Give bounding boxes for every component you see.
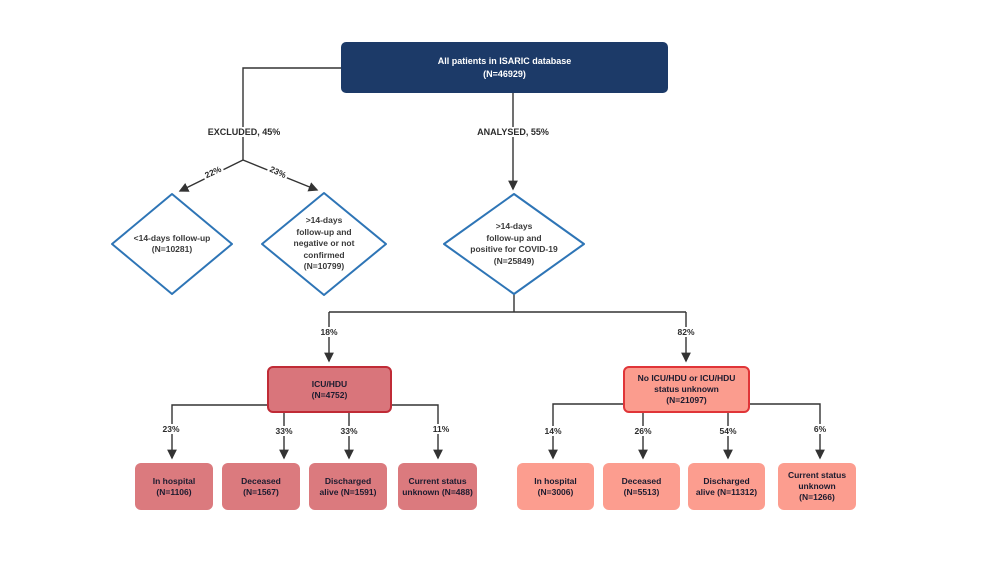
diamond-short-followup [111,193,233,295]
node-text-line: >14-days [495,221,533,231]
edge-label-analysed: ANALYSED, 55% [475,127,551,137]
node-text-line: All patients in ISARIC database [437,55,572,66]
edge-label-excluded: EXCLUDED, 45% [205,127,283,137]
node-text-line: >14-days [305,215,343,226]
node-text-line: (N=5513) [623,486,660,497]
edge-label-icu-deceased-pct: 33% [273,426,295,436]
node-text-line: In hospital [534,475,577,486]
node-text-line: ICU/HDU [311,378,348,389]
node-text-line: In hospital [152,475,196,486]
edge-label-icu-discharged-pct: 33% [338,426,360,436]
node-no-icu-hdu: No ICU/HDU or ICU/HDU status unknown (N=… [623,366,750,413]
node-text-line: Discharged [703,475,750,486]
node-text-line: (N=3006) [537,486,574,497]
node-text-line: alive (N=11312) [695,486,758,497]
node-text-line: unknown [798,481,836,491]
node-text-line: Current status [408,475,467,486]
node-noicu-discharged-alive: Discharged alive (N=11312) [688,463,765,510]
node-text-line: Current status [787,470,847,480]
diamond-negative [261,192,387,296]
node-text-line: (N=1567) [243,486,279,497]
node-text-line: alive (N=1591) [319,486,377,497]
node-text-line: follow-up and [296,226,352,237]
node-text-line: (N=10281) [151,244,193,254]
node-text-line: <14-days follow-up [133,232,211,243]
edge-icu-outcomes [167,404,443,460]
node-icu-deceased: Deceased (N=1567) [222,463,300,510]
node-text-line: confirmed [303,249,345,260]
diamond-text-positive: >14-days follow-up and positive for COVI… [444,194,584,294]
diamond-text-short-followup: <14-days follow-up (N=10281) [112,194,232,294]
node-text-line: Deceased [621,475,662,486]
edge-covid-split [324,294,691,363]
node-text-line: No ICU/HDU or ICU/HDU [637,373,736,383]
edge-label-icu-unknown-pct: 11% [430,424,452,434]
edge-label-noicu-deceased-pct: 26% [632,426,654,436]
edge-label-icu-in-hospital-pct: 23% [160,424,182,434]
edge-label-noicu-discharged-pct: 54% [717,426,739,436]
node-text-line: Discharged [324,475,372,486]
node-text-line: (N=25849) [493,255,535,266]
node-text-line: (N=21097) [666,395,707,405]
node-text-line: (N=46929) [483,68,526,79]
edge-label-18pct: 18% [318,327,340,337]
node-icu-in-hospital: In hospital (N=1106) [135,463,213,510]
node-text-line: (N=10799) [303,261,345,272]
node-text-line: follow-up and [486,232,542,243]
node-icu-hdu: ICU/HDU (N=4752) [267,366,392,413]
node-text-line: Deceased [241,475,281,486]
node-text-line: status unknown [654,384,719,394]
diamond-text-negative: >14-days follow-up and negative or not c… [264,193,384,295]
diamond-positive [443,193,585,295]
root-node-all-patients: All patients in ISARIC database (N=46929… [341,42,668,93]
node-noicu-status-unknown: Current status unknown (N=1266) [778,463,856,510]
node-noicu-deceased: Deceased (N=5513) [603,463,680,510]
node-text-line: (N=1266) [799,492,835,502]
node-icu-status-unknown: Current status unknown (N=488) [398,463,477,510]
edge-label-82pct: 82% [675,327,697,337]
node-icu-discharged-alive: Discharged alive (N=1591) [309,463,387,510]
node-text-line: unknown (N=488) [402,486,473,497]
edge-label-noicu-unknown-pct: 6% [811,424,829,434]
edge-label-noicu-in-hospital-pct: 14% [542,426,564,436]
node-text-line: positive for COVID-19 [470,244,558,254]
decision-diamonds [111,192,585,296]
node-text-line: (N=1106) [156,486,192,497]
node-text-line: (N=4752) [311,389,348,400]
node-noicu-in-hospital: In hospital (N=3006) [517,463,594,510]
node-text-line: negative or not [293,238,355,249]
